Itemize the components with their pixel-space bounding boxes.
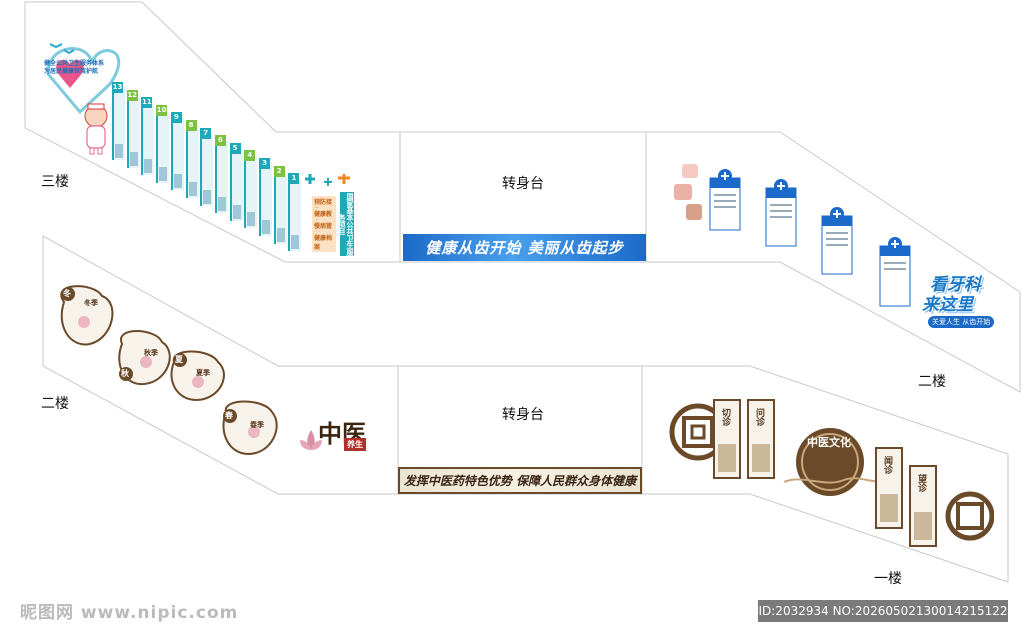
id-watermark-text: ID:2032934 NO:20260502130014215122 — [758, 604, 1008, 618]
tcm-slogan-banner: 发挥中医药特色优势 保障人民群众身体健康 — [398, 467, 642, 494]
panel-number: 13 — [112, 82, 123, 93]
panel-number: 5 — [229, 142, 241, 154]
season-char: 春 — [225, 411, 233, 420]
panel-number: 12 — [126, 89, 138, 101]
lower-landing-label: 转身台 — [502, 407, 544, 423]
nurse-cartoon-icon — [84, 103, 108, 155]
second-floor-left-label: 二楼 — [41, 396, 69, 412]
lotus-icon — [300, 430, 322, 450]
dental-poster-graphics — [674, 164, 911, 307]
first-floor-label: 一楼 — [874, 571, 902, 587]
health-service-panel: 11 — [141, 97, 155, 176]
diagnosis-label: 闻诊 — [882, 456, 892, 474]
diagnosis-scroll — [747, 399, 775, 479]
health-service-panel: 13 — [112, 82, 125, 160]
health-service-panel: 6 — [214, 135, 228, 214]
diagnosis-scroll — [875, 447, 903, 529]
diagnosis-scroll — [909, 465, 937, 547]
health-service-panel: 10 — [156, 104, 170, 183]
dental-poster — [709, 169, 741, 231]
service-title: 国家基本公共卫生服务项目 — [340, 192, 354, 256]
dental-poster — [879, 237, 911, 307]
diagnosis-label: 切诊 — [720, 408, 730, 426]
tcm-slogan-text: 发挥中医药特色优势 保障人民群众身体健康 — [403, 474, 637, 488]
health-service-panel: 9 — [170, 112, 184, 191]
tcm-seasons-graphics — [60, 285, 278, 456]
season-name: 夏季 — [196, 369, 210, 377]
panel-number: 2 — [273, 165, 285, 177]
diagnosis-scroll — [713, 399, 741, 479]
panel-photo — [217, 197, 226, 212]
id-watermark: ID:2032934 NO:20260502130014215122 — [758, 600, 1008, 622]
panel-photo — [144, 159, 153, 174]
health-service-panel: 7 — [200, 127, 214, 206]
panel-number: 4 — [244, 150, 256, 162]
panel-photo — [232, 204, 241, 219]
service-title-text: 国家基本公共卫生服务项目 — [340, 192, 354, 256]
bird-icon — [63, 49, 75, 55]
third-floor-label: 三楼 — [41, 174, 69, 190]
health-service-panel: 1 — [288, 173, 302, 252]
heart-outline-icon — [46, 47, 121, 115]
panel-photo — [291, 235, 300, 250]
lattice-window-icon — [945, 491, 994, 541]
panel-number: 1 — [288, 173, 300, 185]
panel-photo — [159, 166, 168, 181]
health-service-panel: 5 — [229, 142, 243, 221]
season-frame — [60, 285, 114, 346]
dental-poster — [765, 179, 797, 247]
second-floor-right-label: 二楼 — [918, 374, 946, 390]
panel-photo — [115, 144, 123, 158]
dental-title-line1: 看牙科 — [930, 275, 981, 295]
site-watermark: 昵图网 www.nipic.com — [20, 603, 239, 623]
tcm-logo-sub: 养生 — [344, 438, 366, 451]
heart-caption-line1: 健全公共卫生服务体系 — [44, 60, 105, 67]
bird-icon — [49, 43, 63, 49]
upper-landing-label: 转身台 — [502, 176, 544, 192]
season-char: 夏 — [175, 355, 183, 364]
panel-number: 3 — [259, 158, 270, 169]
dental-slogan-banner: 健康从齿开始 美丽从齿起步 — [403, 234, 646, 261]
dental-title-line2: 来这里 — [922, 295, 973, 315]
panel-photo — [173, 174, 182, 189]
panel-number: 8 — [185, 120, 197, 131]
heart-icon — [56, 59, 84, 88]
heart-caption: 健全公共卫生服务体系 为居民健康保驾护航 — [44, 60, 104, 76]
health-service-panel: 2 — [273, 165, 287, 244]
panel-photo — [129, 151, 138, 166]
panel-number: 6 — [214, 135, 226, 147]
diagnosis-label: 望诊 — [916, 474, 926, 492]
panel-photo — [188, 182, 197, 196]
heart-caption-line2: 为居民健康保驾护航 — [44, 68, 99, 75]
plus-icons — [305, 174, 350, 186]
panel-number: 11 — [141, 97, 153, 109]
season-name: 秋季 — [144, 349, 158, 357]
season-name: 冬季 — [84, 299, 98, 307]
health-service-panel: 4 — [244, 150, 258, 229]
dental-slogan-text: 健康从齿开始 美丽从齿起步 — [425, 239, 624, 257]
dental-subtitle: 关爱人生 从齿开始 — [928, 316, 995, 328]
second-floor-dental-wall — [645, 131, 1021, 393]
season-char: 秋 — [121, 369, 129, 378]
panel-number: 9 — [170, 112, 182, 124]
panel-photo — [203, 189, 212, 204]
panel-number: 7 — [200, 127, 212, 139]
tcm-culture-graphics — [669, 399, 994, 547]
dental-poster — [821, 207, 853, 275]
tag-item: 健康档案 — [312, 232, 336, 252]
panel-photo — [276, 227, 285, 242]
panel-number: 10 — [156, 104, 168, 116]
diagnosis-label: 问诊 — [754, 408, 764, 426]
health-service-panel: 8 — [185, 120, 199, 198]
health-service-panel: 12 — [126, 89, 140, 168]
health-service-panel: 3 — [259, 158, 272, 236]
season-char: 冬 — [63, 289, 71, 298]
tcm-badge-text: 中医文化 — [807, 436, 851, 449]
public-health-graphics — [46, 43, 121, 155]
season-name: 春季 — [250, 421, 264, 429]
panel-photo — [247, 212, 256, 227]
panel-photo — [262, 220, 270, 234]
first-floor-tcm-wall — [641, 365, 1009, 583]
